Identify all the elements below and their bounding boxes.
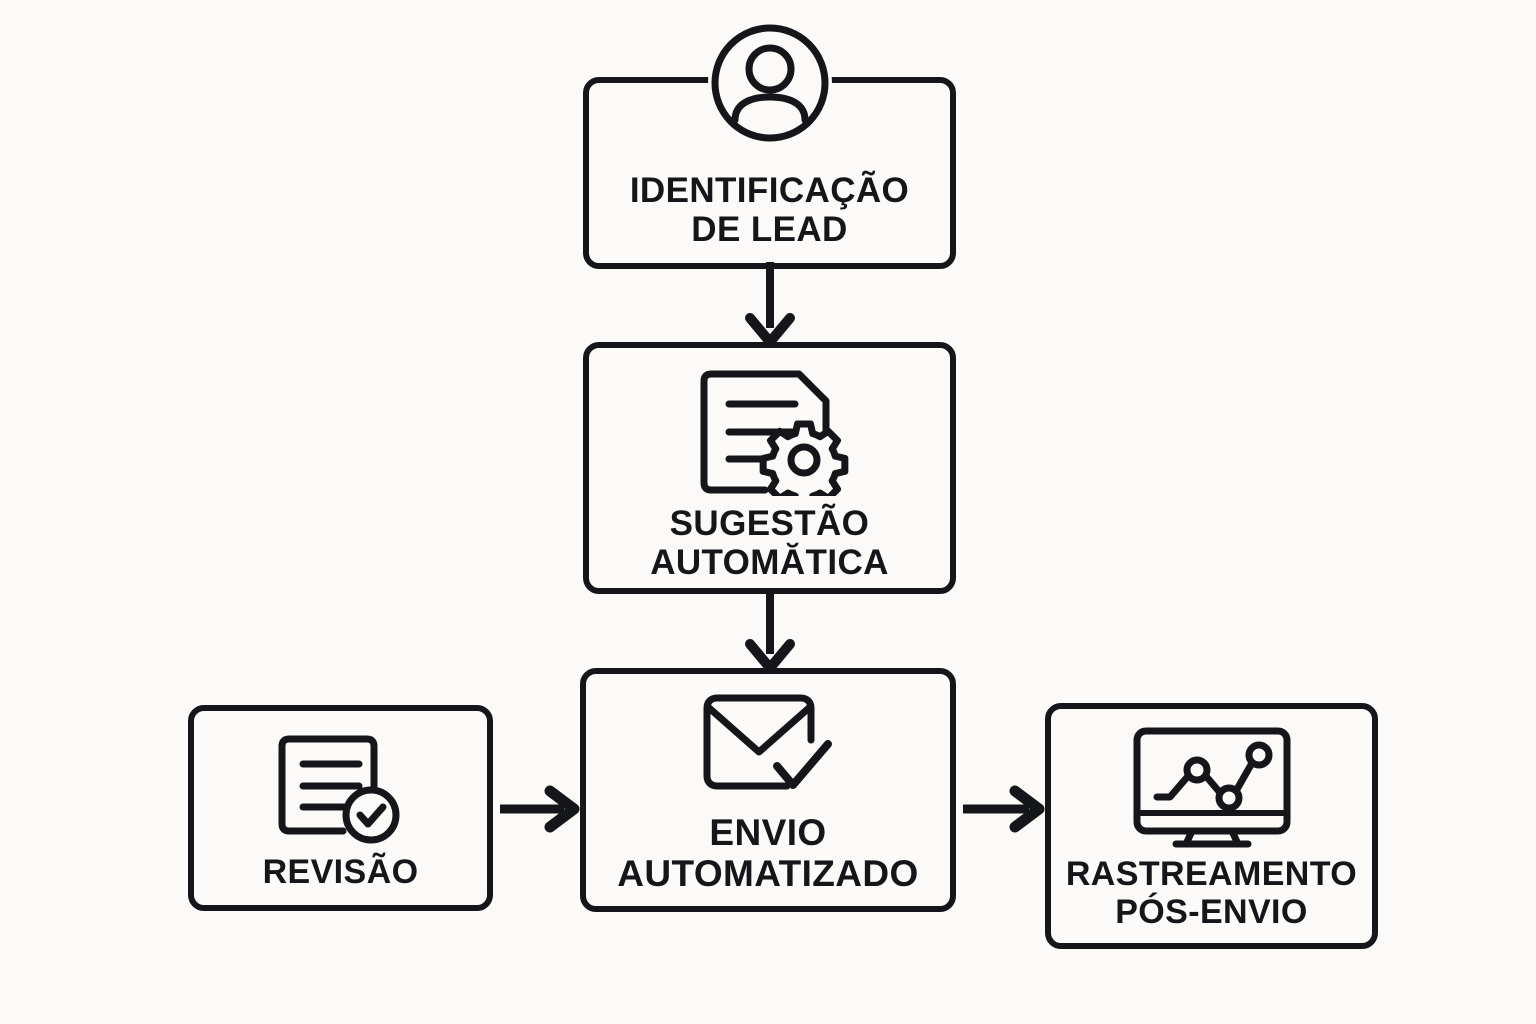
flow-node-label: ENVIO AUTOMATIZADO [617, 812, 919, 895]
flow-node-label: SUGESTÃO AUTOMĂTICA [650, 504, 889, 583]
flow-node-label: IDENTIFICAÇÃO DE LEAD [629, 170, 910, 249]
flow-arrow-lead-to-suggest [735, 262, 805, 348]
document-check-icon [275, 733, 407, 845]
flow-node-revisao[interactable]: REVISÃO [188, 705, 493, 911]
flow-node-identificacao-de-lead[interactable]: IDENTIFICAÇÃO DE LEAD [583, 21, 956, 269]
flow-node-envio-automatizado[interactable]: ENVIO AUTOMATIZADO [580, 668, 956, 912]
flow-arrow-review-to-send [492, 778, 584, 840]
flow-node-rastreamento-pos-envio[interactable]: RASTREAMENTO PÓS-ENVIO [1045, 703, 1378, 949]
flow-node-label: REVISÃO [262, 853, 419, 891]
envelope-check-icon [695, 690, 841, 802]
flow-arrow-send-to-track [955, 778, 1049, 840]
flow-node-sugestao-automatica[interactable]: SUGESTÃO AUTOMĂTICA [583, 342, 956, 594]
document-gear-icon [691, 368, 849, 496]
flow-node-label: RASTREAMENTO PÓS-ENVIO [1065, 855, 1358, 932]
monitor-chart-icon [1126, 725, 1298, 849]
flow-arrow-suggest-to-send [735, 588, 805, 674]
person-circle-icon [707, 21, 832, 145]
